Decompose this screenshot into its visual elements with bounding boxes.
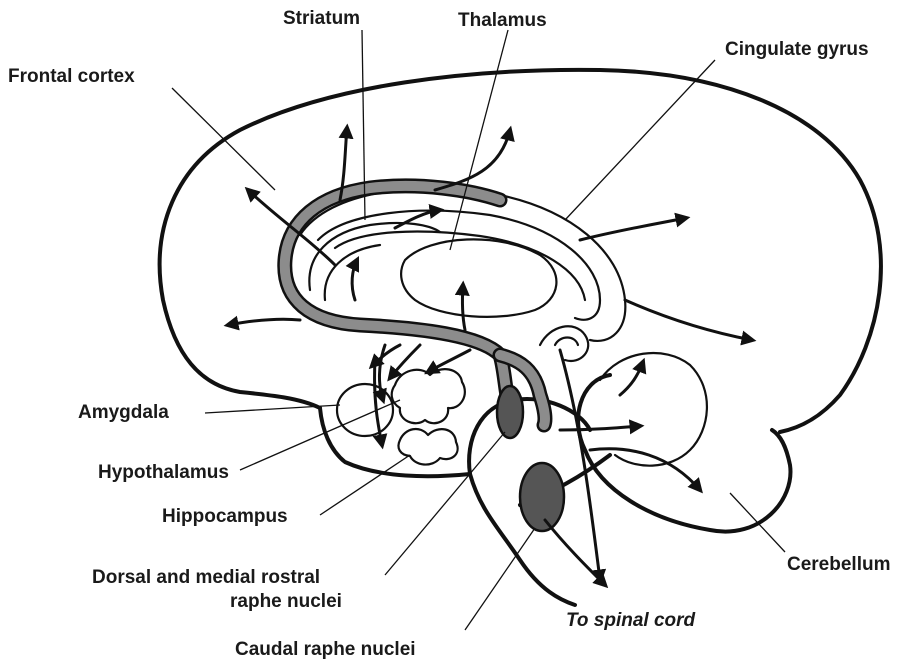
pons-outline	[469, 399, 590, 474]
projection-arrow	[560, 426, 640, 430]
label-dorsal-medial-line2: raphe nuclei	[230, 591, 342, 612]
hypothalamus-shape	[392, 369, 465, 423]
label-amygdala: Amygdala	[78, 402, 169, 423]
label-to-spinal-cord: To spinal cord	[566, 610, 696, 631]
label-cingulate-gyrus: Cingulate gyrus	[725, 39, 869, 60]
projection-arrow	[352, 260, 357, 300]
serotonin-tract-outline	[285, 186, 512, 420]
midbrain-loop-2	[555, 338, 578, 346]
projection-arrow	[625, 300, 752, 340]
label-frontal-cortex: Frontal cortex	[8, 66, 135, 87]
label-cerebellum: Cerebellum	[787, 554, 890, 575]
label-dorsal-medial-line1: Dorsal and medial rostral	[92, 567, 320, 588]
label-caudal-raphe: Caudal raphe nuclei	[235, 639, 416, 660]
midbrain-loop	[540, 326, 588, 361]
leader-cerebellum	[730, 493, 785, 552]
projection-arrow	[620, 362, 643, 395]
label-hippocampus: Hippocampus	[162, 506, 288, 527]
hippocampus-shape	[398, 429, 457, 465]
thalamus-shape	[401, 239, 556, 316]
serotonin-tract-fill	[285, 186, 512, 420]
striatum-shape	[309, 223, 440, 290]
caudal-raphe-nucleus	[520, 463, 564, 531]
label-hypothalamus: Hypothalamus	[98, 462, 229, 483]
label-striatum: Striatum	[283, 8, 360, 29]
leader-hippocampus	[320, 455, 410, 515]
leader-cingulate	[565, 60, 715, 220]
leader-caudal-raphe	[465, 528, 535, 630]
cerebrum-outline	[160, 70, 881, 432]
cingulate-loop-inner	[335, 232, 585, 300]
label-thalamus: Thalamus	[458, 10, 547, 31]
projection-arrow	[462, 285, 465, 330]
dorsal-medial-raphe-nucleus	[497, 386, 523, 438]
projection-arrow	[228, 319, 300, 325]
ventral-contour	[320, 408, 470, 476]
amygdala-shape	[337, 384, 393, 436]
projection-arrow	[580, 218, 686, 240]
